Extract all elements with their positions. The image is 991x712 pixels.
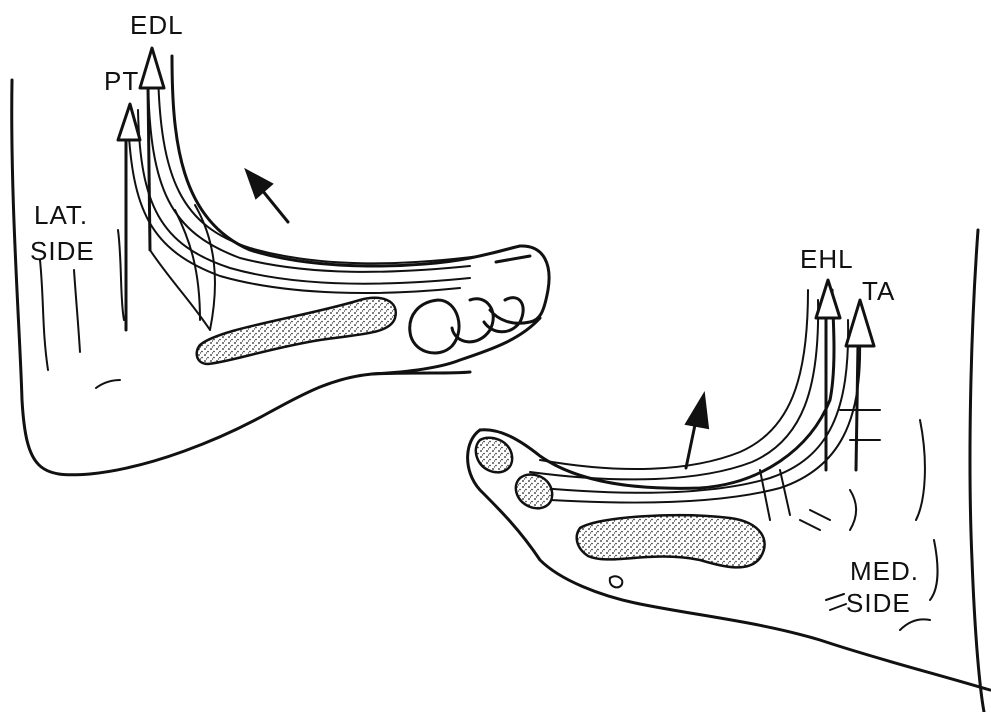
label-lat-side-line1: LAT. bbox=[34, 200, 88, 230]
label-ehl: EHL bbox=[800, 244, 854, 274]
lateral-metatarsal-bone bbox=[197, 298, 396, 364]
lateral-toes bbox=[410, 246, 549, 353]
medial-leg-outline bbox=[970, 230, 984, 712]
ta-tendon-arrow bbox=[856, 344, 858, 470]
medial-tendon-1 bbox=[540, 290, 808, 469]
label-edl: EDL bbox=[130, 10, 184, 40]
medial-sesamoid bbox=[610, 576, 623, 587]
lateral-tendon-1 bbox=[148, 80, 470, 272]
ta-arrow-head bbox=[846, 300, 874, 346]
lateral-rotation-arrowhead bbox=[246, 170, 272, 198]
medial-rotation-arrow-icon bbox=[686, 420, 696, 468]
pt-arrow-head bbox=[118, 104, 140, 140]
medial-retinaculum bbox=[760, 410, 880, 530]
edl-tendon-arrow bbox=[148, 86, 150, 250]
label-pt: PT bbox=[104, 66, 139, 96]
edl-arrow-head bbox=[140, 48, 164, 88]
label-med-side-line2: SIDE bbox=[846, 588, 911, 618]
label-ta: TA bbox=[862, 276, 895, 306]
label-lat-side-line2: SIDE bbox=[30, 236, 95, 266]
lateral-dorsum-outline bbox=[172, 56, 520, 266]
medial-tendon-2 bbox=[530, 300, 818, 479]
lateral-leg-outline bbox=[12, 80, 470, 475]
lateral-tendon-4 bbox=[138, 110, 470, 284]
label-med-side-line1: MED. bbox=[850, 556, 919, 586]
ehl-arrow-head bbox=[816, 280, 840, 318]
lateral-rotation-arrow-icon bbox=[262, 190, 288, 222]
medial-phalanx-1 bbox=[476, 438, 512, 473]
medial-phalanx-2 bbox=[516, 474, 552, 508]
medial-rotation-arrowhead bbox=[686, 394, 708, 428]
lateral-tendon-2 bbox=[158, 70, 480, 263]
medial-metatarsal-bone bbox=[577, 515, 765, 567]
